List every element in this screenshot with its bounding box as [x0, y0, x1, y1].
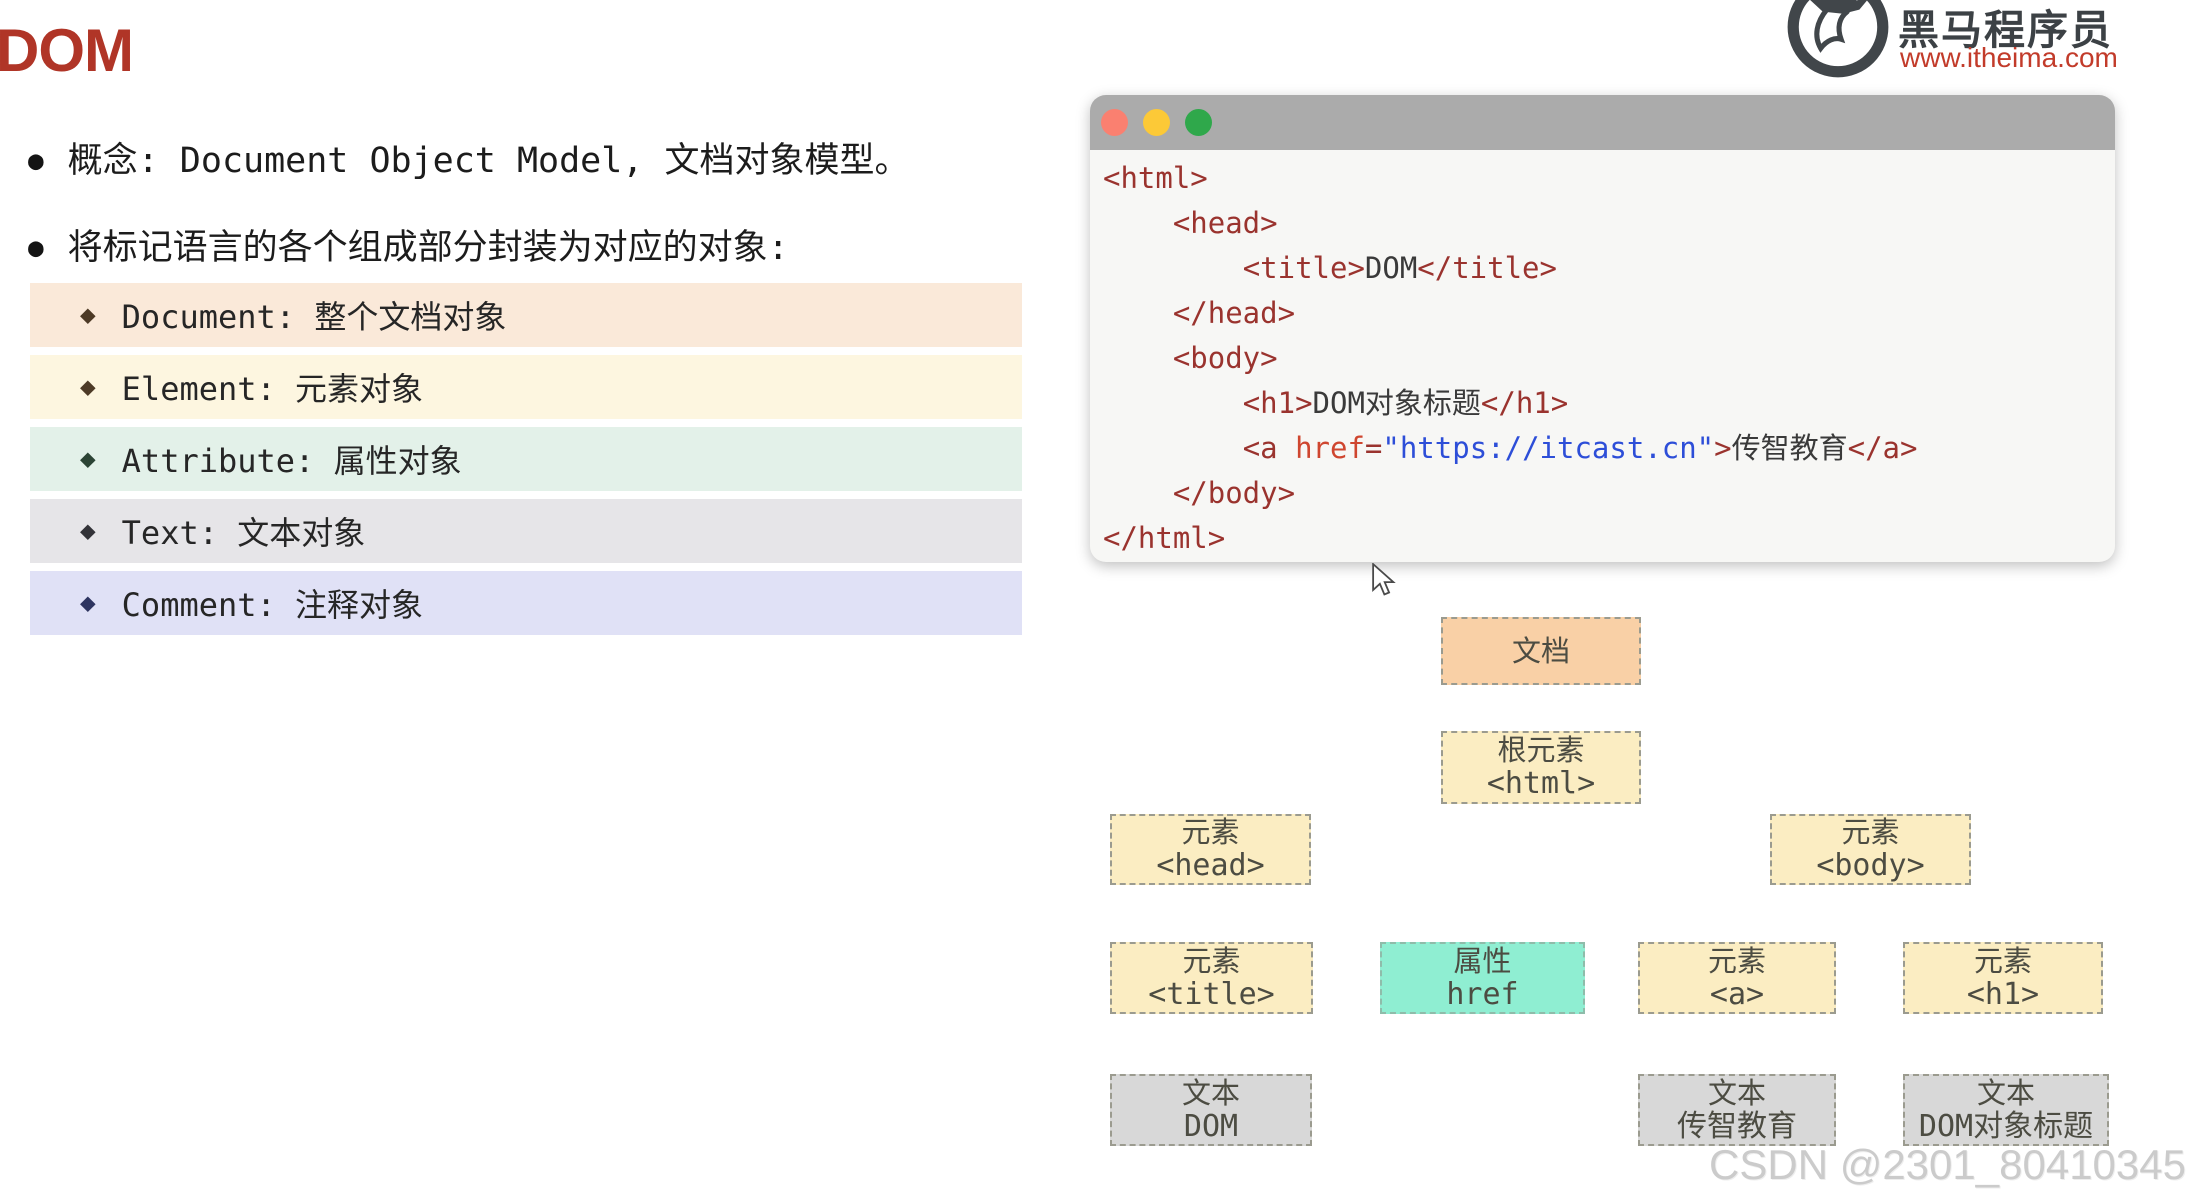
tree-node-label: 元素	[1181, 815, 1240, 849]
tree-node-tag: <body>	[1816, 848, 1925, 883]
code-line: <a href="https://itcast.cn">传智教育</a>	[1242, 431, 1918, 465]
tree-node-label: 属性	[1453, 943, 1512, 978]
tree-node-label: 根元素	[1497, 733, 1585, 767]
tree-node-label: 文档	[1511, 633, 1570, 668]
tree-node-text-heading: 文本 DOM对象标题	[1903, 1074, 2109, 1146]
bullet-concept: ● 概念: Document Object Model, 文档对象模型。	[28, 139, 909, 183]
object-row-label: Text: 文本对象	[121, 514, 366, 552]
bullet-dot-icon: ●	[28, 146, 44, 176]
mouse-cursor-icon	[1372, 563, 1396, 596]
tree-node-body: 元素 <body>	[1770, 814, 1971, 885]
code-line: <html>	[1103, 161, 1208, 195]
code-editor-window: <html> <head> <title>DOM</title> </head>…	[1090, 95, 2115, 562]
minimize-button[interactable]	[1143, 109, 1170, 136]
tree-node-text-chuanzhi: 文本 传智教育	[1638, 1074, 1836, 1146]
tree-node-h1: 元素 <h1>	[1903, 942, 2103, 1014]
tree-node-tag: <a>	[1709, 976, 1765, 1012]
tree-node-label: 元素	[1841, 815, 1900, 849]
tree-node-label: 元素	[1973, 943, 2032, 978]
code-line: <h1>DOM对象标题</h1>	[1242, 386, 1569, 420]
diamond-bullet-icon: ◆	[80, 516, 96, 546]
tree-node-attr-href: 属性 href	[1380, 942, 1585, 1014]
window-titlebar	[1090, 95, 2115, 150]
tree-node-label: 元素	[1707, 943, 1766, 978]
bullet-concept-text: 概念: Document Object Model, 文档对象模型。	[67, 141, 910, 181]
tree-node-tag: DOM对象标题	[1918, 1108, 2094, 1144]
object-row-label: Document: 整个文档对象	[121, 298, 507, 336]
horse-logo-icon	[1787, 0, 1889, 78]
bullet-dot-icon: ●	[28, 233, 44, 263]
diamond-bullet-icon: ◆	[80, 300, 96, 330]
brand-website: www.itheima.com	[1900, 42, 2118, 73]
close-button[interactable]	[1101, 109, 1128, 136]
code-line: <head>	[1172, 206, 1278, 240]
maximize-button[interactable]	[1185, 109, 1212, 136]
tree-node-label: 文本	[1181, 1075, 1240, 1110]
tree-node-text-dom: 文本 DOM	[1110, 1074, 1312, 1146]
diamond-bullet-icon: ◆	[80, 588, 96, 618]
object-row-label: Element: 元素对象	[121, 370, 424, 408]
code-line: <body>	[1172, 341, 1278, 375]
tree-node-tag: <html>	[1486, 766, 1596, 801]
object-row-4: ◆ Comment: 注释对象	[30, 571, 1022, 635]
code-content: <html> <head> <title>DOM</title> </head>…	[1103, 150, 2107, 558]
code-line: </body>	[1172, 476, 1296, 510]
code-line: </html>	[1103, 521, 1226, 555]
tree-node-tag: 传智教育	[1677, 1108, 1797, 1144]
tree-node-tag: href	[1446, 976, 1519, 1012]
bullet-encapsulation: ● 将标记语言的各个组成部分封装为对应的对象:	[28, 226, 789, 270]
bullet-encapsulation-text: 将标记语言的各个组成部分封装为对应的对象:	[67, 228, 789, 268]
object-row-label: Comment: 注释对象	[121, 586, 424, 624]
tree-node-tag: <head>	[1156, 848, 1265, 883]
tree-node-label: 元素	[1182, 943, 1241, 978]
object-row-label: Attribute: 属性对象	[121, 442, 462, 480]
tree-node-tag: DOM	[1183, 1108, 1239, 1144]
tree-node-title: 元素 <title>	[1110, 942, 1313, 1014]
code-line: <title>DOM</title>	[1242, 251, 1557, 285]
brand-name: 黑马程序员	[1898, 7, 2113, 53]
tree-node-label: 文本	[1707, 1075, 1766, 1110]
diamond-bullet-icon: ◆	[80, 444, 96, 474]
object-row-1: ◆ Element: 元素对象	[30, 355, 1022, 419]
tree-node-head: 元素 <head>	[1110, 814, 1311, 885]
tree-node-label: 文本	[1976, 1075, 2035, 1110]
tree-node-tag: <title>	[1148, 976, 1275, 1012]
tree-node-a: 元素 <a>	[1638, 942, 1836, 1014]
page-title: DOM	[0, 17, 134, 84]
csdn-watermark: CSDN @2301_80410345	[1709, 1141, 2186, 1188]
object-row-2: ◆ Attribute: 属性对象	[30, 427, 1022, 491]
tree-node-document: 文档	[1441, 617, 1641, 685]
code-line: </head>	[1172, 296, 1296, 330]
tree-node-root-html: 根元素 <html>	[1441, 731, 1641, 804]
object-row-3: ◆ Text: 文本对象	[30, 499, 1022, 563]
object-row-0: ◆ Document: 整个文档对象	[30, 283, 1022, 347]
diamond-bullet-icon: ◆	[80, 372, 96, 402]
tree-node-tag: <h1>	[1966, 976, 2040, 1012]
